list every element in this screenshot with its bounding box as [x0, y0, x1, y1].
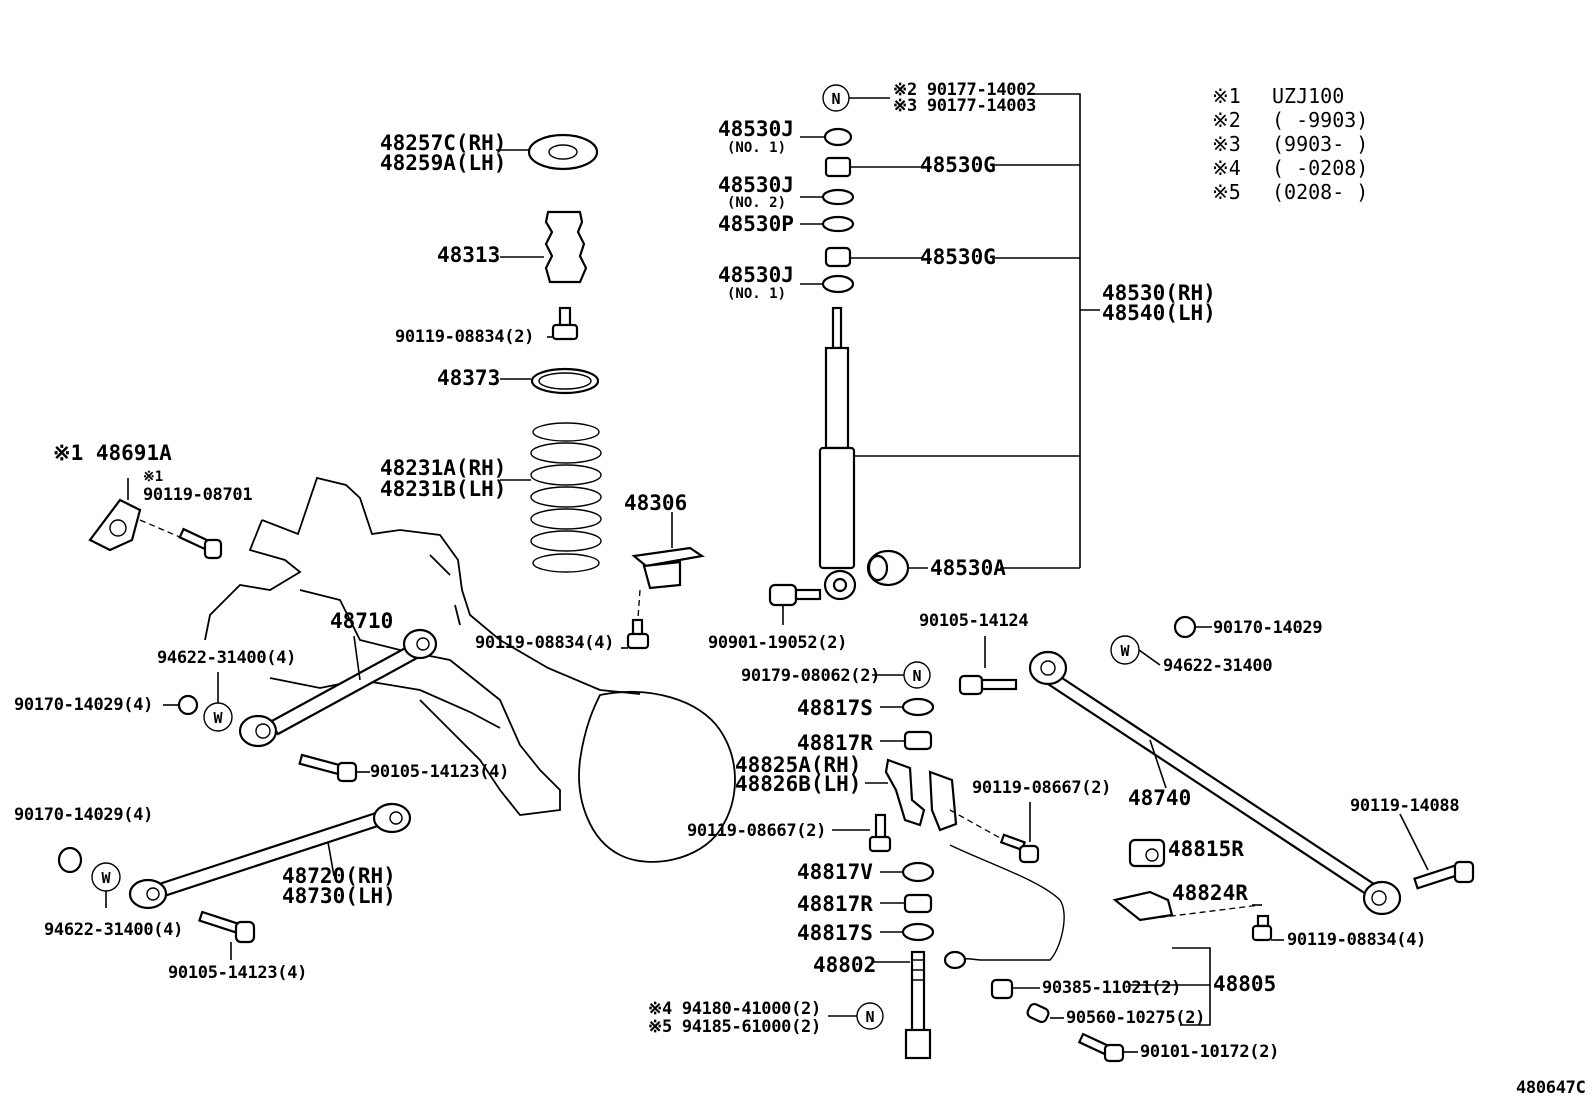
w-badge-1: W [213, 709, 223, 727]
label-48259a: 48259A(LH) [380, 151, 506, 175]
label-48817r-2: 48817R [797, 892, 873, 916]
label-48817v: 48817V [797, 860, 873, 884]
label-90119-08667-a: 90119-08667(2) [687, 821, 826, 841]
legend-mark-3: ※3 [1212, 132, 1241, 156]
label-48825a: 48825A(RH) [735, 753, 861, 777]
label-48817s-1: 48817S [797, 696, 873, 720]
label-48530g-2: 48530G [920, 245, 996, 269]
label-90119-14088: 90119-14088 [1350, 796, 1459, 816]
label-90177-14002: ※2 90177-14002 [893, 80, 1036, 100]
label-90101-10172: 90101-10172(2) [1140, 1042, 1279, 1062]
label-48540-lh: 48540(LH) [1102, 301, 1216, 325]
n-badge-2: N [912, 667, 921, 685]
label-48530j-1: 48530J [718, 117, 794, 141]
label-90105-14124: 90105-14124 [919, 611, 1028, 631]
label-48805: 48805 [1213, 972, 1276, 996]
label-48824r: 48824R [1172, 881, 1248, 905]
label-no1b: (NO. 1) [727, 286, 786, 302]
label-48373: 48373 [437, 366, 500, 390]
label-90119-08701: 90119-08701 [143, 485, 252, 505]
label-48710: 48710 [330, 609, 393, 633]
label-94185-61000: ※5 94185-61000(2) [648, 1017, 821, 1037]
legend-text-5: (0208- ) [1272, 180, 1368, 204]
label-90119-08834-4: 90119-08834(4) [475, 633, 614, 653]
label-90385-11021: 90385-11021(2) [1042, 978, 1181, 998]
label-48306: 48306 [624, 491, 687, 515]
label-48826b: 48826B(LH) [735, 772, 861, 796]
label-no1: (NO. 1) [727, 140, 786, 156]
label-48691a: ※1 48691A [53, 441, 172, 465]
legend-text-3: (9903- ) [1272, 132, 1368, 156]
label-48817s-2: 48817S [797, 921, 873, 945]
label-48815r: 48815R [1168, 837, 1244, 861]
legend-mark-1: ※1 [1212, 84, 1241, 108]
label-48231b: 48231B(LH) [380, 477, 506, 501]
label-48530a: 48530A [930, 556, 1006, 580]
legend-mark-4: ※4 [1212, 156, 1241, 180]
label-48530g-1: 48530G [920, 153, 996, 177]
n-badge-3: N [865, 1008, 874, 1026]
label-90179-08062: 90179-08062(2) [741, 666, 880, 686]
label-94622-31400: 94622-31400 [1163, 656, 1272, 676]
label-90105-14123-4b: 90105-14123(4) [168, 963, 307, 983]
legend-text-4: ( -0208) [1272, 156, 1368, 180]
label-48730-lh: 48730(LH) [282, 884, 396, 908]
part-labels: ※2 90177-14002 ※3 90177-14003 48530J (NO… [14, 80, 1586, 1098]
label-48530j-3: 48530J [718, 263, 794, 287]
label-48313: 48313 [437, 243, 500, 267]
label-48817r-1: 48817R [797, 731, 873, 755]
legend-mark-5: ※5 [1212, 180, 1241, 204]
label-90170-14029-4a: 90170-14029(4) [14, 695, 153, 715]
legend-text-2: ( -9903) [1272, 108, 1368, 132]
label-48720-rh: 48720(RH) [282, 864, 396, 888]
legend-mark-2: ※2 [1212, 108, 1241, 132]
label-90119-08834-4b: 90119-08834(4) [1287, 930, 1426, 950]
label-94622-31400-4a: 94622-31400(4) [157, 648, 296, 668]
label-90119-08834-2: 90119-08834(2) [395, 327, 534, 347]
label-90170-14029-4b: 90170-14029(4) [14, 805, 153, 825]
w-badge-3: W [1120, 642, 1130, 660]
lower-control-arm-group: W [57, 802, 412, 960]
label-48530p: 48530P [718, 212, 794, 236]
label-90901-19052: 90901-19052(2) [708, 633, 847, 653]
stabilizer-group: N N [828, 636, 1284, 1063]
w-badge-2: W [101, 869, 111, 887]
label-48231a: 48231A(RH) [380, 456, 506, 480]
label-no2: (NO. 2) [727, 195, 786, 211]
n-badge-1: N [831, 90, 840, 108]
variant-legend: ※1 UZJ100 ※2 ( -9903) ※3 (9903- ) ※4 ( -… [1212, 84, 1368, 204]
label-90560-10275: 90560-10275(2) [1066, 1008, 1205, 1028]
illustration-id: 480647C [1516, 1078, 1586, 1098]
legend-text-1: UZJ100 [1272, 84, 1344, 108]
label-48530j-2: 48530J [718, 173, 794, 197]
coil-spring-group [88, 133, 705, 650]
label-90105-14123-4a: 90105-14123(4) [370, 762, 509, 782]
upper-control-arm-group: W [163, 628, 438, 783]
label-48740: 48740 [1128, 786, 1191, 810]
label-48802: 48802 [813, 953, 876, 977]
label-48530-rh: 48530(RH) [1102, 281, 1216, 305]
label-90170-14029: 90170-14029 [1213, 618, 1322, 638]
label-94622-31400-4b: 94622-31400(4) [44, 920, 183, 940]
shock-absorber-group: N [768, 84, 1100, 625]
label-90119-08667-b: 90119-08667(2) [972, 778, 1111, 798]
label-94180-41000: ※4 94180-41000(2) [648, 999, 821, 1019]
lateral-rod-group: W [1028, 615, 1475, 916]
label-90177-14003: ※3 90177-14003 [893, 96, 1036, 116]
label-mark1: ※1 [143, 469, 163, 485]
axle-housing-outline [204, 476, 736, 863]
label-48257c: 48257C(RH) [380, 131, 506, 155]
